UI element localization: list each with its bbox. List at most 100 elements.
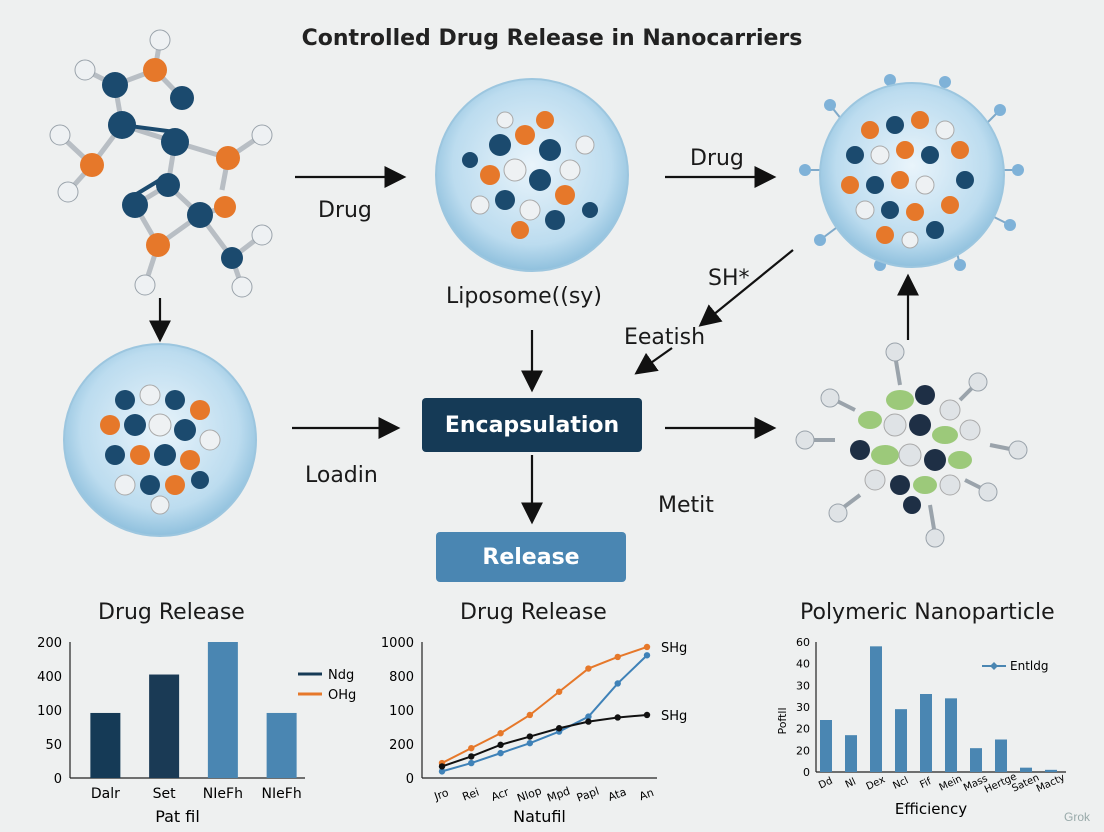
chart3-y-tick: 20	[796, 723, 810, 736]
chart3-title: Polymeric Nanoparticle	[800, 600, 1055, 625]
polymer-cluster-icon	[795, 342, 1028, 548]
chart3-ylabel: Poftll	[776, 707, 789, 734]
chart3-bar	[895, 709, 907, 772]
chart2-y-tick: 200	[389, 738, 414, 753]
chart3-y-tick: 30	[796, 679, 810, 692]
chart2-point	[585, 718, 592, 725]
chart2-point	[585, 713, 592, 720]
chart2-point	[468, 759, 475, 767]
label-drug-right: Drug	[690, 146, 744, 171]
arrow-nanoparticle-to-eeatish	[698, 249, 794, 327]
chart2-y-tick: 800	[389, 670, 414, 685]
chart2-point	[526, 711, 534, 719]
chart3-bar	[1045, 769, 1057, 772]
chart2-title: Drug Release	[460, 600, 607, 625]
molecule-icon	[49, 29, 273, 298]
chart2-point	[468, 753, 475, 760]
chart2-point	[643, 711, 651, 719]
chart2-point	[468, 744, 475, 752]
label-sh: SH*	[708, 266, 750, 291]
chart2-series-label: SHg	[661, 709, 687, 724]
chart1-bar	[149, 674, 180, 778]
chart3-x-tick: Mein	[938, 774, 964, 794]
chart1-y-tick: 200	[37, 636, 62, 651]
chart3-bar	[845, 735, 857, 772]
chart3-bar	[1020, 767, 1032, 772]
chart1-bar	[90, 712, 121, 778]
diagram-canvas	[49, 29, 1028, 548]
label-metit: Metit	[658, 493, 714, 518]
chart2-point	[497, 741, 504, 749]
chart3-bar	[995, 739, 1007, 772]
chart1-bar	[207, 642, 238, 778]
chart2-point	[497, 730, 504, 737]
chart3-x-tick: Dd	[817, 776, 834, 792]
chart2-x-tick: Rei	[461, 786, 481, 804]
chart2-point	[643, 652, 651, 659]
chart2-x-tick: Papl	[575, 785, 601, 805]
chart3-y-tick: 40	[796, 658, 810, 671]
chart2-point	[555, 688, 563, 695]
liposome-icon	[435, 78, 629, 272]
chart3-xlabel: Efficiency	[895, 800, 967, 818]
chart2-point	[526, 739, 534, 747]
chart3-x-tick: Fif	[918, 776, 933, 791]
chart2-series-line	[441, 654, 648, 773]
chart3-bar	[970, 748, 982, 772]
label-loadin: Loadin	[305, 463, 378, 488]
chart1-x-tick: NIeFh	[262, 786, 302, 802]
chart2-series-line	[441, 713, 648, 768]
watermark: Grok	[1063, 810, 1090, 824]
chart3-y-tick: 0	[803, 766, 810, 779]
chart2-x-tick: An	[637, 786, 655, 803]
release-box: Release	[436, 532, 626, 582]
nanoparticle-icon	[799, 74, 1024, 271]
chart3-x-tick: Ncl	[891, 775, 910, 792]
chart1-x-tick: Dalr	[91, 786, 120, 802]
label-drug-left: Drug	[318, 198, 372, 223]
chart1-title: Drug Release	[98, 600, 245, 625]
chart2-y-tick: 0	[406, 772, 414, 787]
chart1-legend-label: Ndg	[328, 668, 354, 683]
chart3-x-tick: Nl	[844, 776, 858, 790]
chart3-bar	[945, 698, 957, 772]
chart2-x-tick: Ata	[606, 785, 628, 804]
chart1-bar	[266, 712, 297, 778]
chart1-legend-label: OHg	[328, 688, 356, 703]
chart2-point	[555, 725, 563, 732]
chart2-series-line	[441, 646, 648, 764]
chart3-y-tick: 20	[796, 744, 810, 757]
chart2-point	[614, 653, 621, 661]
chart2-x-tick: Acr	[489, 785, 511, 804]
chart1-y-tick: 0	[54, 772, 62, 787]
chart3-legend-marker	[990, 662, 998, 670]
loaded-liposome-icon	[63, 343, 257, 537]
chart3-bar	[820, 720, 832, 772]
chart1-xlabel: Pat fil	[155, 807, 200, 826]
chart2-point	[438, 763, 446, 770]
chart3-y-tick: 30	[796, 701, 810, 714]
flow-arrows	[149, 166, 919, 525]
chart1-x-tick: NIeFh	[203, 786, 243, 802]
label-eeatish: Eeatish	[624, 325, 706, 350]
chart2-x-tick: Mpd	[545, 784, 571, 804]
chart2-point	[614, 680, 621, 687]
chart1-y-tick: 100	[37, 704, 62, 719]
chart3-x-tick: Dex	[865, 774, 887, 792]
chart2-point	[497, 749, 504, 757]
chart2-series-label: SHg	[661, 641, 687, 656]
chart2-y-tick: 1000	[381, 636, 414, 651]
chart1-x-tick: Set	[153, 786, 177, 802]
chart3-bar	[920, 694, 932, 772]
chart2-xlabel: Natufil	[513, 807, 566, 826]
chart2-x-tick: Jro	[432, 786, 451, 804]
arrow-eeatish-to-encapsulation	[634, 347, 673, 375]
chart2-y-tick: 100	[389, 704, 414, 719]
chart3-y-tick: 60	[796, 636, 810, 649]
chart2-point	[643, 643, 651, 651]
page-title: Controlled Drug Release in Nanocarriers	[301, 26, 803, 51]
chart2-x-tick: Nlop	[515, 784, 543, 805]
encapsulation-box: Encapsulation	[422, 398, 642, 452]
